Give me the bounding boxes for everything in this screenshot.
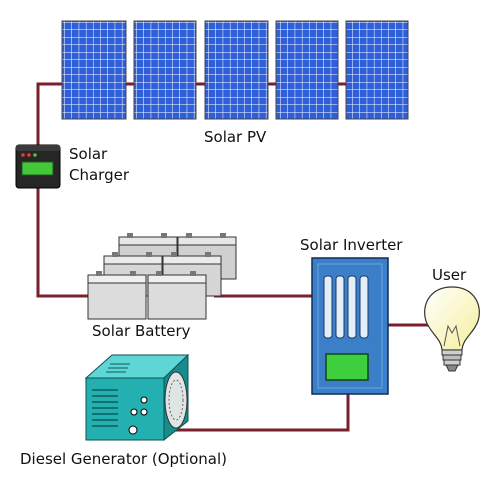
solar-panel-icon (275, 20, 339, 120)
solar-battery-label: Solar Battery (92, 322, 191, 340)
wiring (36, 82, 430, 432)
light-bulb-icon (424, 286, 480, 372)
wire-charger-to-battery (36, 188, 88, 298)
user-label: User (432, 266, 467, 284)
wire-inverter-to-generator (133, 394, 350, 432)
inverter-icon (311, 257, 389, 395)
solar-charger-label-line-1: Solar (69, 145, 108, 163)
solar-panel-icon (133, 20, 197, 120)
charge-controller-icon (15, 144, 61, 189)
solar-charger-label-line-2: Charger (69, 166, 129, 184)
solar-panel-icon (61, 20, 127, 120)
battery-icon (147, 271, 207, 320)
diesel-generator-label: Diesel Generator (Optional) (20, 450, 227, 468)
solar-pv-label: Solar PV (204, 128, 267, 146)
wire-pv-to-charger (36, 82, 62, 145)
battery-bank (87, 233, 237, 320)
solar-inverter-label: Solar Inverter (300, 236, 403, 254)
battery-icon (87, 271, 147, 320)
solar-panel-icon (345, 20, 409, 120)
solar-panel-icon (204, 20, 269, 120)
solar-pv-array (61, 20, 409, 120)
generator-icon (84, 353, 190, 442)
